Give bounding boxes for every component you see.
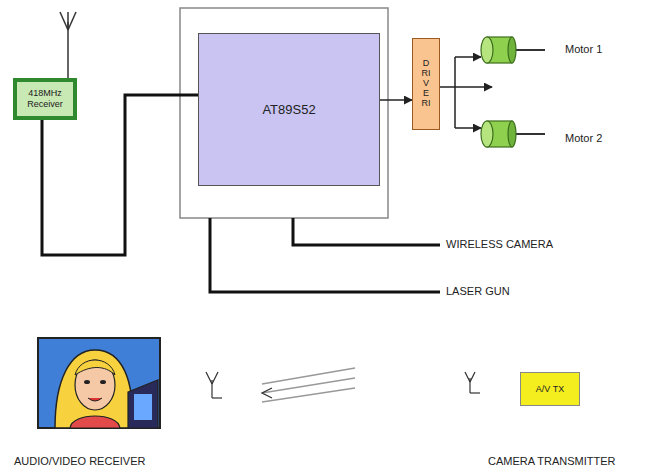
motor [481, 37, 545, 63]
antenna [465, 372, 480, 393]
component-label: LASER GUN [446, 285, 510, 297]
receiver-box: 418MHz Receiver [13, 78, 77, 120]
connector [380, 99, 412, 101]
caption-label: AUDIO/VIDEO RECEIVER [14, 455, 145, 467]
driver-box: DRIVERI [412, 38, 440, 130]
component-label: WIRELESS CAMERA [446, 238, 553, 250]
tv-picture [38, 338, 160, 428]
wire [210, 218, 440, 292]
node-text: AT89S52 [262, 102, 315, 118]
node-text: 418MHz Receiver [19, 88, 71, 110]
motor [481, 121, 545, 147]
motor-label: Motor 2 [565, 132, 602, 144]
node-text: A/V TX [536, 384, 564, 395]
microcontroller-box: AT89S52 [198, 33, 380, 186]
motor-label: Motor 1 [565, 43, 602, 55]
signal-waves [262, 368, 355, 402]
caption-label: CAMERA TRANSMITTER [488, 455, 616, 467]
node-text: DRIVERI [422, 59, 431, 108]
motor-wire [440, 57, 492, 128]
transmitter-box: A/V TX [520, 372, 580, 406]
antenna [206, 372, 222, 398]
antenna [60, 12, 76, 78]
board-outline [180, 8, 388, 218]
